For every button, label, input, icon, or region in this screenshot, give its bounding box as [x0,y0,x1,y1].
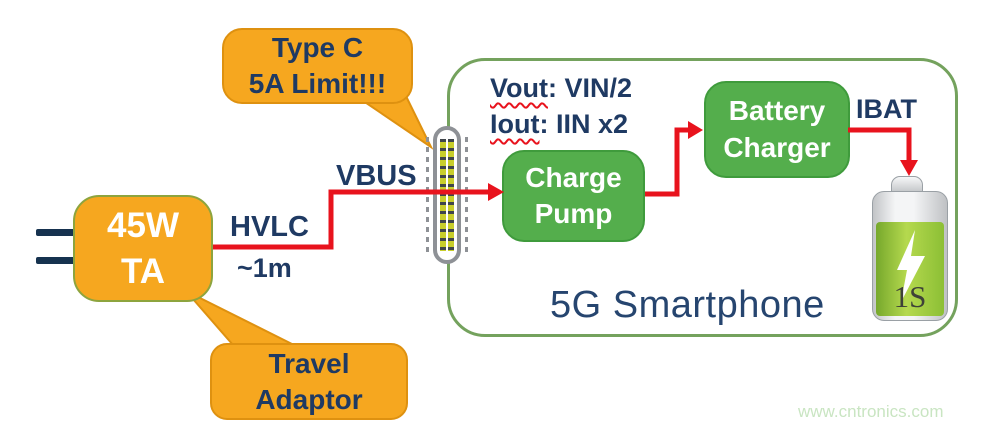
type-c-callout-bubble: Type C 5A Limit!!! [222,28,413,104]
battery-body: 1S [872,191,948,321]
phone-title: 5G Smartphone [550,284,825,326]
vout-value: : VIN/2 [547,73,633,103]
battery-charger-line1: Battery [728,95,826,127]
plug-prong-bottom [36,257,75,264]
travel-adaptor-callout-bubble: Travel Adaptor [210,343,408,420]
vbus-label: VBUS [336,160,417,192]
watermark: www.cntronics.com [798,402,944,421]
battery-icon: 1S [872,176,948,321]
charge-pump-line2: Pump [534,198,613,229]
hvlc-cable-label: HVLC [230,211,309,243]
battery-charger-line2: Charger [723,131,831,163]
type-c-callout-line1: Type C [271,32,364,64]
plug-prong-top [36,229,75,236]
battery-charger-box: Battery Charger [704,81,850,178]
ta-power-label: 45W [107,206,179,245]
connector-shell [433,126,461,264]
vout-term: Vout [490,73,548,103]
travel-adaptor-box: 45W TA [73,195,213,302]
ibat-label: IBAT [856,94,917,124]
travel-callout-line1: Travel [268,347,350,379]
vout-spec-line: Vout: VIN/2 [490,73,632,104]
ta-name-label: TA [120,251,166,291]
cable-length-label: ~1m [237,253,292,283]
iout-value: : IIN x2 [539,109,629,139]
connector-pins-left [440,139,446,251]
travel-callout-line2: Adaptor [255,383,363,415]
battery-cells-label: 1S [893,279,927,314]
type-c-callout-line2: 5A Limit!!! [248,68,387,99]
iout-term: Iout [490,109,540,139]
charge-pump-line1: Charge [525,161,622,193]
lightning-bolt-icon [897,230,925,302]
iout-spec-line: Iout: IIN x2 [490,109,628,140]
connector-pads-left [426,137,429,253]
connector-pins-right [448,139,454,251]
usb-c-connector-icon [426,126,468,264]
connector-pads-right [465,137,468,253]
charge-pump-box: Charge Pump [502,150,645,242]
